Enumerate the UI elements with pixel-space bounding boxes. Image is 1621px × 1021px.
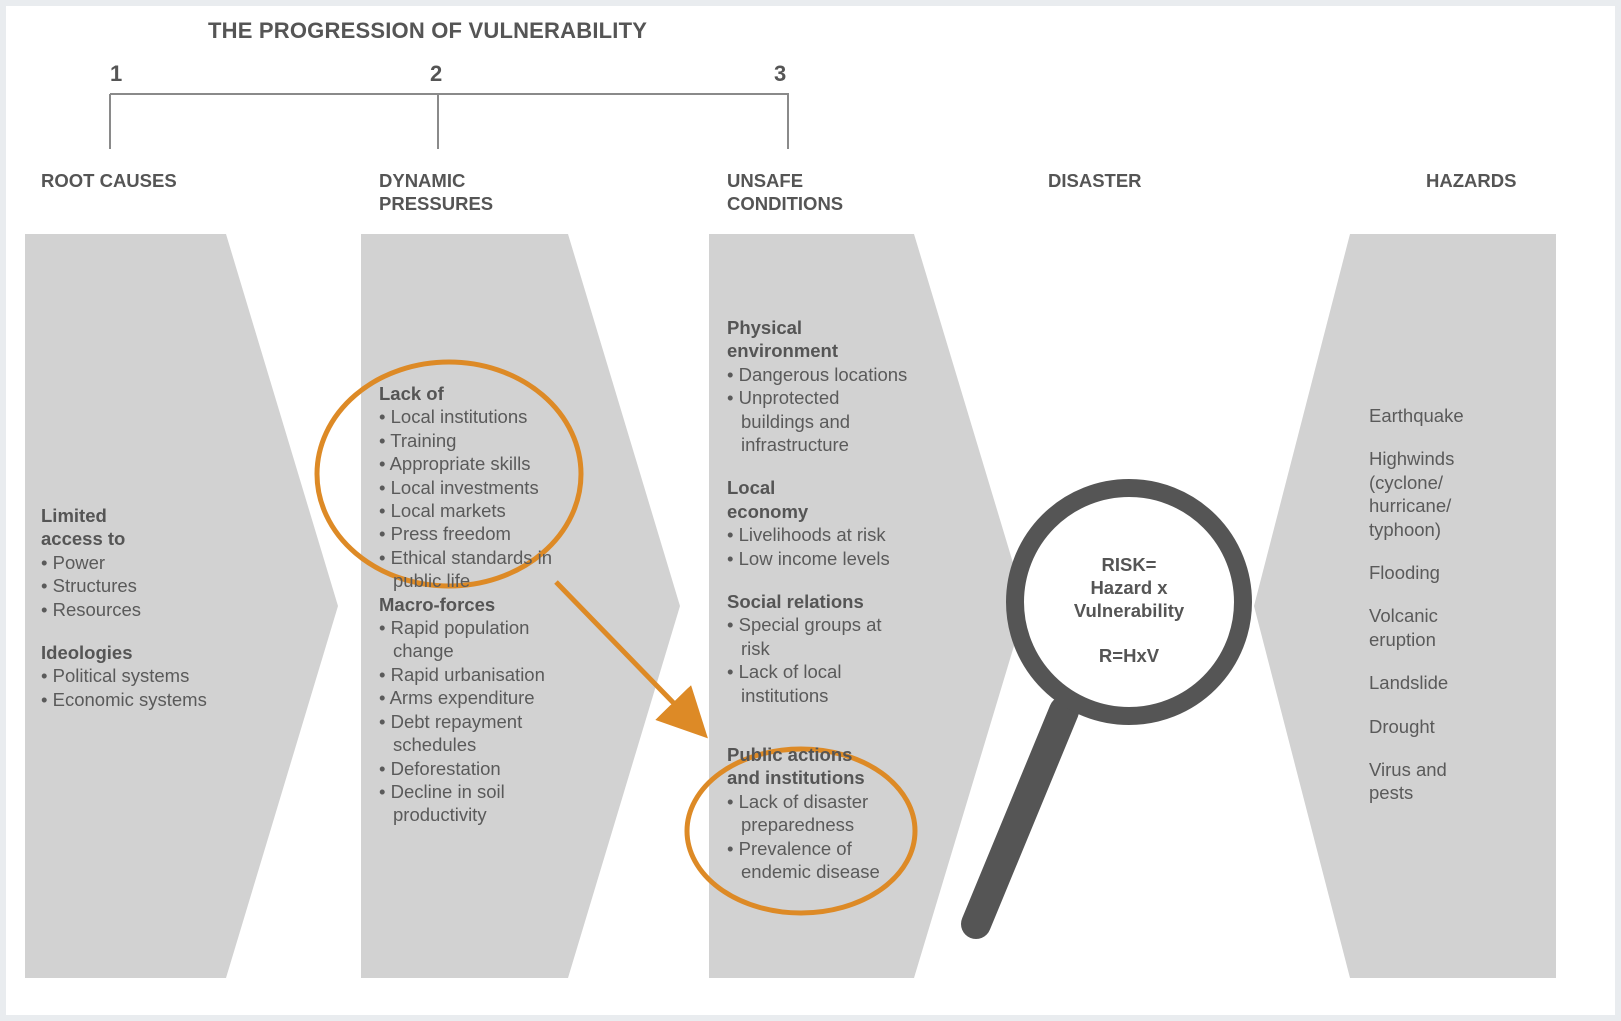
diagram-shapes xyxy=(25,93,1556,978)
limited-access-label: Limited access to xyxy=(41,505,126,550)
list-item: • Dangerous locations xyxy=(727,363,908,385)
list-item: • Special groups at risk xyxy=(727,614,882,659)
list-item: • Rapid population change xyxy=(379,617,530,662)
list-item: • Rapid urbanisation xyxy=(379,663,545,685)
lack-of-label: Lack of xyxy=(379,383,444,404)
list-item: • Local markets xyxy=(379,500,506,522)
list-item: • Local institutions xyxy=(379,406,528,428)
public-actions-text: Public actions and institutions • Lack o… xyxy=(727,743,912,883)
list-item: • Unprotected buildings and infrastructu… xyxy=(727,387,851,456)
list-item: • Ethical standards in public life xyxy=(379,546,553,592)
list-item: • Decline in soil productivity xyxy=(379,780,505,826)
list-item: • Training xyxy=(379,429,457,451)
social-relations-label: Social relations xyxy=(727,591,864,613)
vulnerability-diagram: THE PROGRESSION OF VULNERABILITY 1 2 3 R… xyxy=(6,6,1615,1015)
stage-bracket xyxy=(109,93,789,149)
root-causes-chevron xyxy=(25,234,338,978)
list-item: • Political systems xyxy=(41,665,190,687)
hazard-item: Landslide xyxy=(1369,672,1449,694)
hazard-item: Earthquake xyxy=(1369,405,1464,426)
ideologies-label: Ideologies xyxy=(41,642,133,664)
list-item: • Low income levels xyxy=(727,547,890,569)
highlight-arrow xyxy=(554,580,708,739)
risk-formula: RISK= Hazard x Vulnerability R=HxV xyxy=(1073,554,1185,666)
heading-disaster: DISASTER xyxy=(1048,170,1142,191)
hazard-item: Highwinds (cyclone/ hurricane/ typhoon) xyxy=(1369,448,1455,540)
diagram-title: THE PROGRESSION OF VULNERABILITY xyxy=(208,18,648,43)
stage-number-2: 2 xyxy=(430,61,443,86)
macro-forces-label: Macro-forces xyxy=(379,593,496,615)
hazard-item: Flooding xyxy=(1369,562,1440,584)
list-item: • Lack of disaster preparedness xyxy=(727,790,869,836)
hazards-list: Earthquake Highwinds (cyclone/ hurricane… xyxy=(1369,404,1489,805)
stage-number-1: 1 xyxy=(110,61,123,86)
list-item: • Local investments xyxy=(379,476,539,498)
hazards-chevron xyxy=(1254,234,1556,978)
heading-dynamic-pressures: DYNAMIC PRESSURES xyxy=(379,170,494,214)
list-item: • Power xyxy=(41,551,106,573)
list-item: • Arms expenditure xyxy=(379,687,535,709)
hazard-item: Drought xyxy=(1369,715,1435,737)
magnifier-icon xyxy=(961,479,1252,939)
list-item: • Appropriate skills xyxy=(379,453,531,475)
heading-unsafe-conditions: UNSAFE CONDITIONS xyxy=(727,170,844,214)
hazard-item: Virus and pests xyxy=(1369,759,1447,804)
list-item: • Press freedom xyxy=(379,523,511,545)
hazard-item: Volcanic eruption xyxy=(1369,605,1438,650)
list-item: • Deforestation xyxy=(379,757,501,779)
list-item: • Prevalence of endemic disease xyxy=(727,837,880,883)
list-item: • Resources xyxy=(41,598,142,620)
physical-environment-label: Physical environment xyxy=(727,317,839,362)
list-item: • Economic systems xyxy=(41,688,207,710)
unsafe-conditions-text: Physical environment • Dangerous locatio… xyxy=(727,316,912,707)
local-economy-label: Local economy xyxy=(727,477,809,522)
public-actions-label: Public actions and institutions xyxy=(727,744,865,789)
heading-root-causes: ROOT CAUSES xyxy=(41,170,177,191)
stage-number-3: 3 xyxy=(774,61,787,86)
list-item: • Structures xyxy=(41,575,137,597)
heading-hazards: HAZARDS xyxy=(1426,170,1517,191)
list-item: • Livelihoods at risk xyxy=(727,524,886,546)
dynamic-pressures-text: Lack of • Local institutions • Training … xyxy=(379,382,564,827)
lack-of-highlight xyxy=(314,359,584,589)
public-actions-highlight xyxy=(684,746,918,916)
unsafe-conditions-chevron xyxy=(709,234,1026,978)
root-causes-text: Limited access to • Power • Structures •… xyxy=(41,504,331,711)
list-item: • Debt repayment schedules xyxy=(379,710,523,756)
dynamic-pressures-chevron xyxy=(361,234,680,978)
list-item: • Lack of local institutions xyxy=(727,661,842,706)
